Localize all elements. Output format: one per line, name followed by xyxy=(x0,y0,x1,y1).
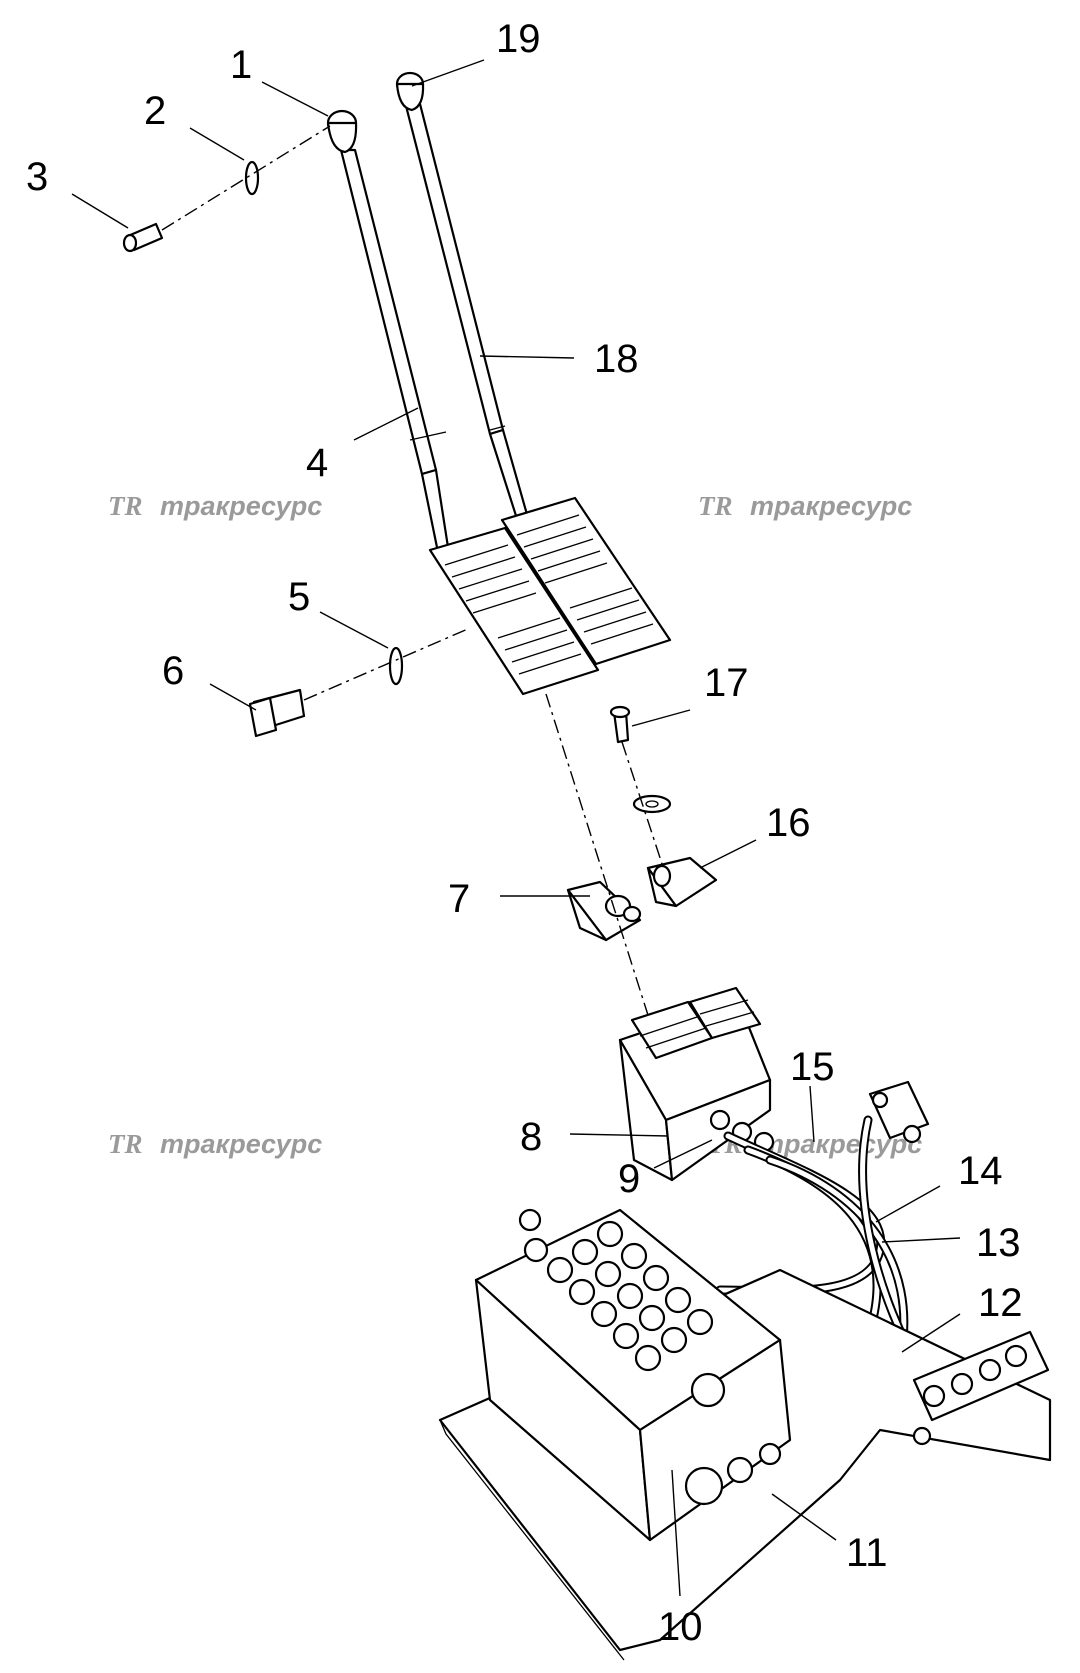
callout-16: 16 xyxy=(766,801,811,845)
assembly-line-1-3 xyxy=(161,125,331,231)
callout-1: 1 xyxy=(230,43,252,87)
callout-3: 3 xyxy=(26,155,48,199)
watermark-1: TR тракресурс xyxy=(108,491,322,521)
leader-lines xyxy=(71,59,961,1597)
callout-11: 11 xyxy=(846,1531,888,1575)
watermark-logo: TR xyxy=(108,491,143,521)
watermark-3: TR тракресурс xyxy=(108,1129,322,1159)
lever-right xyxy=(395,71,530,524)
watermark-2: TR тракресурс xyxy=(698,491,912,521)
washer-16 xyxy=(632,794,672,814)
washer-2 xyxy=(244,160,260,196)
watermark-text: тракресурс xyxy=(160,491,322,521)
pedal-right xyxy=(500,496,672,666)
manifold-block xyxy=(912,1330,1050,1446)
watermark-logo: TR xyxy=(108,1129,143,1159)
callouts: 1 2 3 4 5 6 7 8 9 10 11 12 13 14 15 16 1… xyxy=(26,17,1023,1649)
washer-5 xyxy=(388,646,404,686)
callout-18: 18 xyxy=(594,337,639,381)
relief-valve-block xyxy=(868,1080,930,1144)
pin-3 xyxy=(122,222,164,253)
pin-17 xyxy=(609,705,631,744)
watermark-text: тракресурс xyxy=(750,491,912,521)
watermark-text: тракресурс xyxy=(160,1129,322,1159)
callout-17: 17 xyxy=(704,661,749,705)
assembly-line-5-6 xyxy=(303,627,471,701)
callout-14: 14 xyxy=(958,1149,1003,1193)
assembly-line-16-17 xyxy=(621,741,667,877)
callout-4: 4 xyxy=(306,441,328,485)
bracket-16 xyxy=(646,856,718,908)
lever-left xyxy=(326,109,452,564)
callout-12: 12 xyxy=(978,1281,1023,1325)
pedal-left xyxy=(428,526,600,696)
watermark-logo: TR xyxy=(698,491,733,521)
callout-5: 5 xyxy=(288,575,310,619)
assembly-line-7-8 xyxy=(545,693,655,1035)
callout-10: 10 xyxy=(658,1605,703,1649)
bracket-7 xyxy=(566,880,642,942)
callout-13: 13 xyxy=(976,1221,1021,1265)
callout-9: 9 xyxy=(618,1157,640,1201)
callout-6: 6 xyxy=(162,649,184,693)
callout-8: 8 xyxy=(520,1115,542,1159)
bolt-6 xyxy=(248,688,306,738)
callout-19: 19 xyxy=(496,17,541,61)
callout-7: 7 xyxy=(448,877,470,921)
callout-15: 15 xyxy=(790,1045,835,1089)
callout-2: 2 xyxy=(144,89,166,133)
pilot-valve-8 xyxy=(618,986,775,1182)
distributor-10 xyxy=(474,1208,792,1542)
